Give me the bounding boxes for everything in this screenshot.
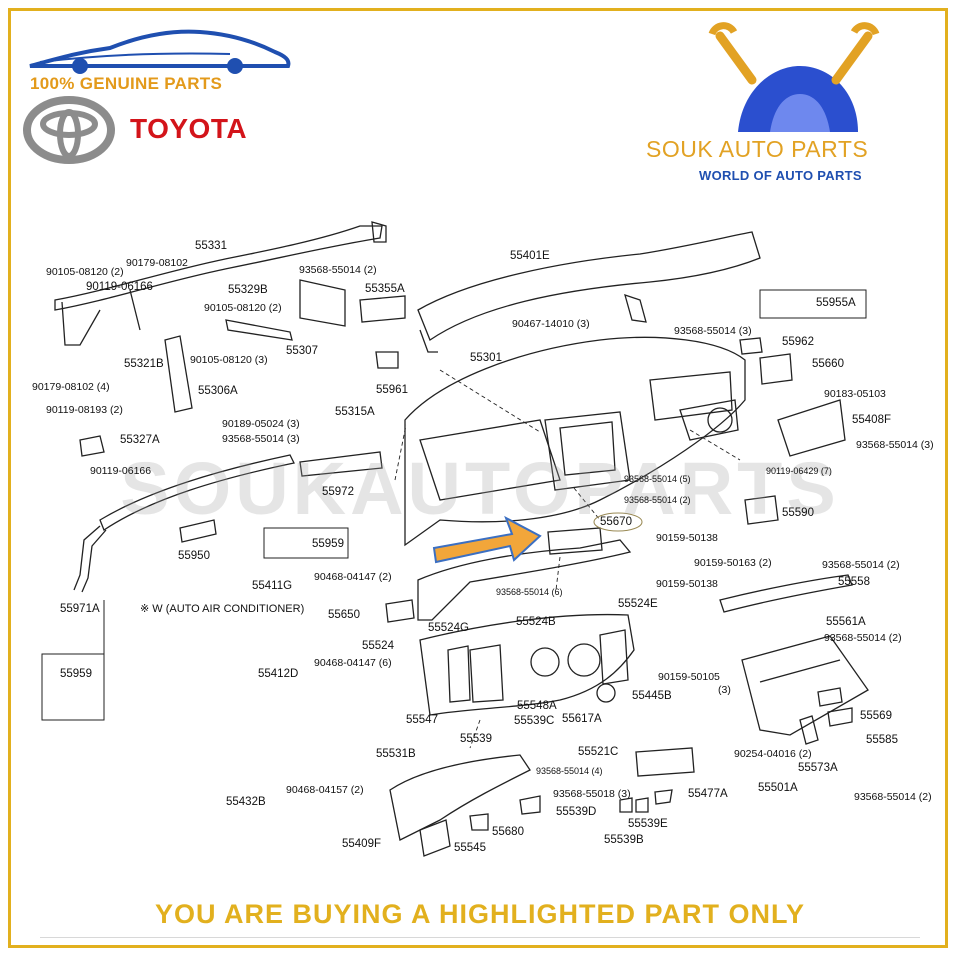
part-label: 55959 bbox=[312, 538, 344, 550]
part-label: 55307 bbox=[286, 345, 318, 357]
part-label: 55408F bbox=[852, 414, 892, 426]
part-label: 55524 bbox=[362, 640, 394, 652]
part-label: 90105-08120 (3) bbox=[190, 354, 268, 366]
part-label: 93568-55014 (3) bbox=[222, 433, 300, 445]
part-label: 90467-14010 (3) bbox=[512, 318, 590, 330]
part-label: 93568-55014 (3) bbox=[856, 439, 934, 451]
part-label: 55524E bbox=[618, 598, 658, 610]
part-label: 90179-08102 bbox=[126, 257, 188, 269]
part-label: 55306A bbox=[198, 385, 238, 397]
auto-ac-note: ※ W (AUTO AIR CONDITIONER) bbox=[140, 603, 305, 615]
part-label: 55650 bbox=[328, 609, 360, 621]
part-label: 55569 bbox=[860, 710, 892, 722]
part-label: 55670 bbox=[600, 516, 632, 528]
part-label: 93568-55014 (6) bbox=[496, 587, 563, 597]
part-label: 55547 bbox=[406, 714, 438, 726]
part-label: 55327A bbox=[120, 434, 160, 446]
part-label: 55412D bbox=[258, 668, 299, 680]
part-label: 90159-50138 bbox=[656, 578, 718, 590]
part-label: 55955A bbox=[816, 297, 856, 309]
part-label: 93568-55014 (3) bbox=[674, 325, 752, 337]
part-label: 55321B bbox=[124, 358, 164, 370]
part-label: 55962 bbox=[782, 336, 814, 348]
part-label: 90159-50138 bbox=[656, 532, 718, 544]
part-label: 90159-50163 (2) bbox=[694, 557, 772, 569]
part-label: 93568-55018 (3) bbox=[553, 788, 631, 800]
genuine-parts-label: 100% GENUINE PARTS bbox=[30, 74, 223, 93]
part-label: 55585 bbox=[866, 734, 898, 746]
part-label: 55558 bbox=[838, 576, 870, 588]
part-label: 55521C bbox=[578, 746, 619, 758]
part-label: 90119-08193 (2) bbox=[46, 404, 123, 416]
part-label: 55959 bbox=[60, 668, 92, 680]
part-label: 55539 bbox=[460, 733, 492, 745]
part-label: 55539D bbox=[556, 806, 597, 818]
part-label: 93568-55014 (2) bbox=[822, 559, 900, 571]
part-label: 90254-04016 (2) bbox=[734, 748, 812, 760]
part-label: 90468-04147 (2) bbox=[314, 571, 392, 583]
part-label: 55561A bbox=[826, 616, 866, 628]
part-label: 55573A bbox=[798, 762, 838, 774]
part-label: 55524G bbox=[428, 622, 469, 634]
part-label: 55548A bbox=[517, 700, 557, 712]
part-label: 55680 bbox=[492, 826, 524, 838]
toyota-wordmark: TOYOTA bbox=[130, 113, 248, 144]
part-label: 93568-55014 (2) bbox=[824, 632, 902, 644]
part-label: 55411G bbox=[252, 580, 293, 592]
part-label: 55477A bbox=[688, 788, 728, 800]
part-label: 55501A bbox=[758, 782, 798, 794]
part-label: 90468-04157 (2) bbox=[286, 784, 364, 796]
watermark-text: SOUKAUTOPARTS bbox=[120, 447, 840, 530]
part-label: 55961 bbox=[376, 384, 408, 396]
part-label: 55539B bbox=[604, 834, 644, 846]
part-label: 90468-04147 (6) bbox=[314, 657, 392, 669]
part-label: 90105-08120 (2) bbox=[46, 266, 124, 278]
part-label: 93568-55014 (2) bbox=[299, 264, 377, 276]
part-label: 55355A bbox=[365, 283, 405, 295]
part-label: 93568-55014 (5) bbox=[624, 474, 691, 484]
part-label: 55301 bbox=[470, 352, 502, 364]
part-label: 55590 bbox=[782, 507, 814, 519]
part-label: 55401E bbox=[510, 250, 550, 262]
part-label: 55315A bbox=[335, 406, 375, 418]
part-label: 90189-05024 (3) bbox=[222, 418, 300, 430]
part-label: 55329B bbox=[228, 284, 268, 296]
part-label: 90105-08120 (2) bbox=[204, 302, 282, 314]
footer-divider bbox=[40, 937, 920, 938]
part-label: 55545 bbox=[454, 842, 486, 854]
part-label: 90179-08102 (4) bbox=[32, 381, 110, 393]
part-label: 55539C bbox=[514, 715, 555, 727]
part-label: 55524B bbox=[516, 616, 556, 628]
shop-name: SOUK AUTO PARTS bbox=[646, 136, 869, 162]
part-label: 55539E bbox=[628, 818, 668, 830]
part-label: 55950 bbox=[178, 550, 210, 562]
part-label: 55531B bbox=[376, 748, 416, 760]
part-label: 55432B bbox=[226, 796, 266, 808]
part-label: 93568-55014 (2) bbox=[624, 495, 691, 505]
part-label: 55331 bbox=[195, 240, 227, 252]
part-label: 90119-06429 (7) bbox=[766, 466, 832, 476]
part-label: 90159-50105 bbox=[658, 671, 720, 683]
part-label: 90119-06166 bbox=[90, 465, 152, 477]
part-label: 93568-55014 (2) bbox=[854, 791, 932, 803]
part-label: 55409F bbox=[342, 838, 382, 850]
part-label: 55971A bbox=[60, 603, 100, 615]
gold-border bbox=[8, 8, 948, 948]
part-label: 55617A bbox=[562, 713, 602, 725]
footer-notice: YOU ARE BUYING A HIGHLIGHTED PART ONLY bbox=[154, 899, 806, 929]
part-label: 55445B bbox=[632, 690, 672, 702]
part-label: 90119-06166 bbox=[86, 281, 153, 293]
part-label: 90183-05103 bbox=[824, 388, 886, 400]
part-label: 55660 bbox=[812, 358, 844, 370]
shop-tagline: WORLD OF AUTO PARTS bbox=[699, 168, 862, 183]
part-label: 93568-55014 (4) bbox=[536, 766, 603, 776]
part-label: 55972 bbox=[322, 486, 354, 498]
part-label: (3) bbox=[718, 684, 731, 696]
